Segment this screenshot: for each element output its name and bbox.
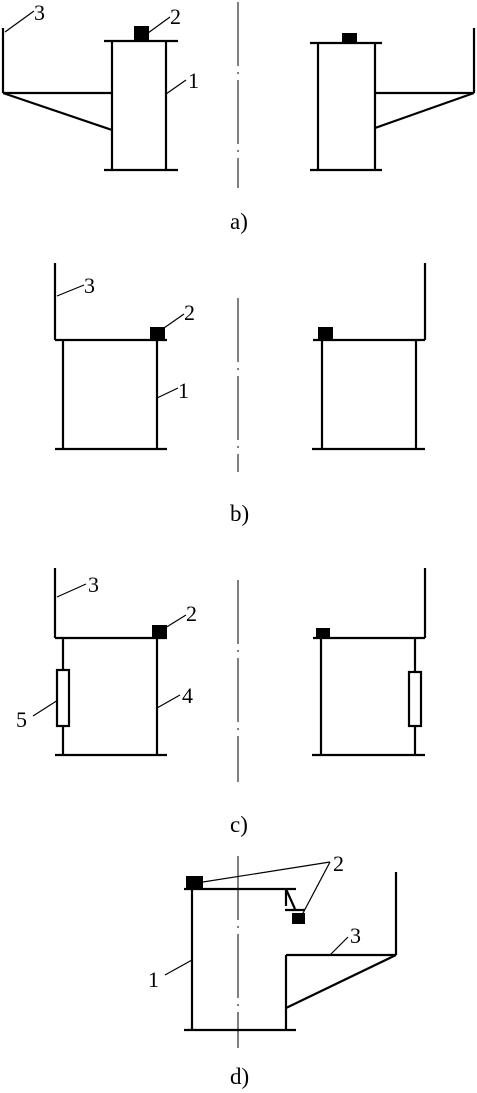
leader-5-c bbox=[32, 699, 59, 717]
leader-4-c bbox=[156, 694, 181, 709]
panel-b: 3 2 1 b) bbox=[53, 263, 427, 526]
bearing-2-right-a bbox=[342, 33, 357, 43]
leader-2-b bbox=[163, 313, 185, 329]
leader-1-a bbox=[165, 79, 187, 95]
bearing-2-left-b bbox=[150, 327, 165, 339]
bearing-2-right-c bbox=[316, 628, 330, 637]
panel-b-right bbox=[312, 263, 427, 451]
bracket-diagonal-left-a bbox=[2, 91, 113, 132]
label-1-b: 1 bbox=[178, 378, 189, 403]
seat-bracket-d bbox=[284, 888, 297, 910]
bearing-2-top-d bbox=[186, 876, 203, 888]
leader-2b-d bbox=[301, 861, 331, 916]
label-4-c: 4 bbox=[182, 683, 193, 708]
leader-1-b bbox=[156, 387, 179, 399]
caption-b: b) bbox=[230, 501, 249, 526]
bracket-diagonal-right-a bbox=[374, 91, 475, 130]
label-2-c: 2 bbox=[186, 601, 197, 626]
label-2-d: 2 bbox=[333, 851, 344, 876]
leader-1-d bbox=[164, 959, 193, 976]
leader-3-a bbox=[4, 10, 35, 33]
panel-c: 3 2 4 5 c) bbox=[16, 568, 427, 837]
panel-a-left bbox=[1, 26, 178, 172]
leader-3-d bbox=[329, 936, 349, 956]
label-2-a: 2 bbox=[170, 4, 181, 29]
label-1-a: 1 bbox=[188, 68, 199, 93]
panel-d: 2 3 1 d) bbox=[148, 851, 398, 1089]
leader-3-c bbox=[56, 583, 87, 598]
caption-d: d) bbox=[230, 1064, 249, 1089]
bearing-2-left-c bbox=[152, 625, 167, 637]
bearing-2-left-a bbox=[134, 26, 149, 40]
element-5-right-c bbox=[407, 670, 423, 728]
element-5-left-c bbox=[55, 668, 71, 728]
panel-c-right bbox=[312, 568, 427, 757]
bearing-2-right-b bbox=[318, 327, 333, 339]
panel-c-left bbox=[53, 568, 167, 757]
label-3-b: 3 bbox=[84, 273, 95, 298]
panel-a-right bbox=[310, 28, 476, 172]
caption-a: a) bbox=[230, 209, 248, 234]
caption-c: c) bbox=[230, 812, 248, 837]
label-3-c: 3 bbox=[88, 572, 99, 597]
label-3-d: 3 bbox=[350, 923, 361, 948]
panel-a: 3 2 1 a) bbox=[1, 0, 476, 234]
bracket-diagonal-d bbox=[285, 954, 397, 1009]
label-3-a: 3 bbox=[34, 0, 45, 25]
leader-2-a bbox=[147, 16, 171, 34]
leader-2-c bbox=[164, 614, 187, 629]
label-5-c: 5 bbox=[16, 707, 27, 732]
leader-2a-d bbox=[202, 861, 331, 883]
bearing-2-side-d bbox=[292, 913, 305, 924]
label-2-b: 2 bbox=[184, 300, 195, 325]
leader-3-b bbox=[56, 284, 85, 297]
label-1-d: 1 bbox=[148, 967, 159, 992]
panel-b-left bbox=[53, 263, 167, 451]
